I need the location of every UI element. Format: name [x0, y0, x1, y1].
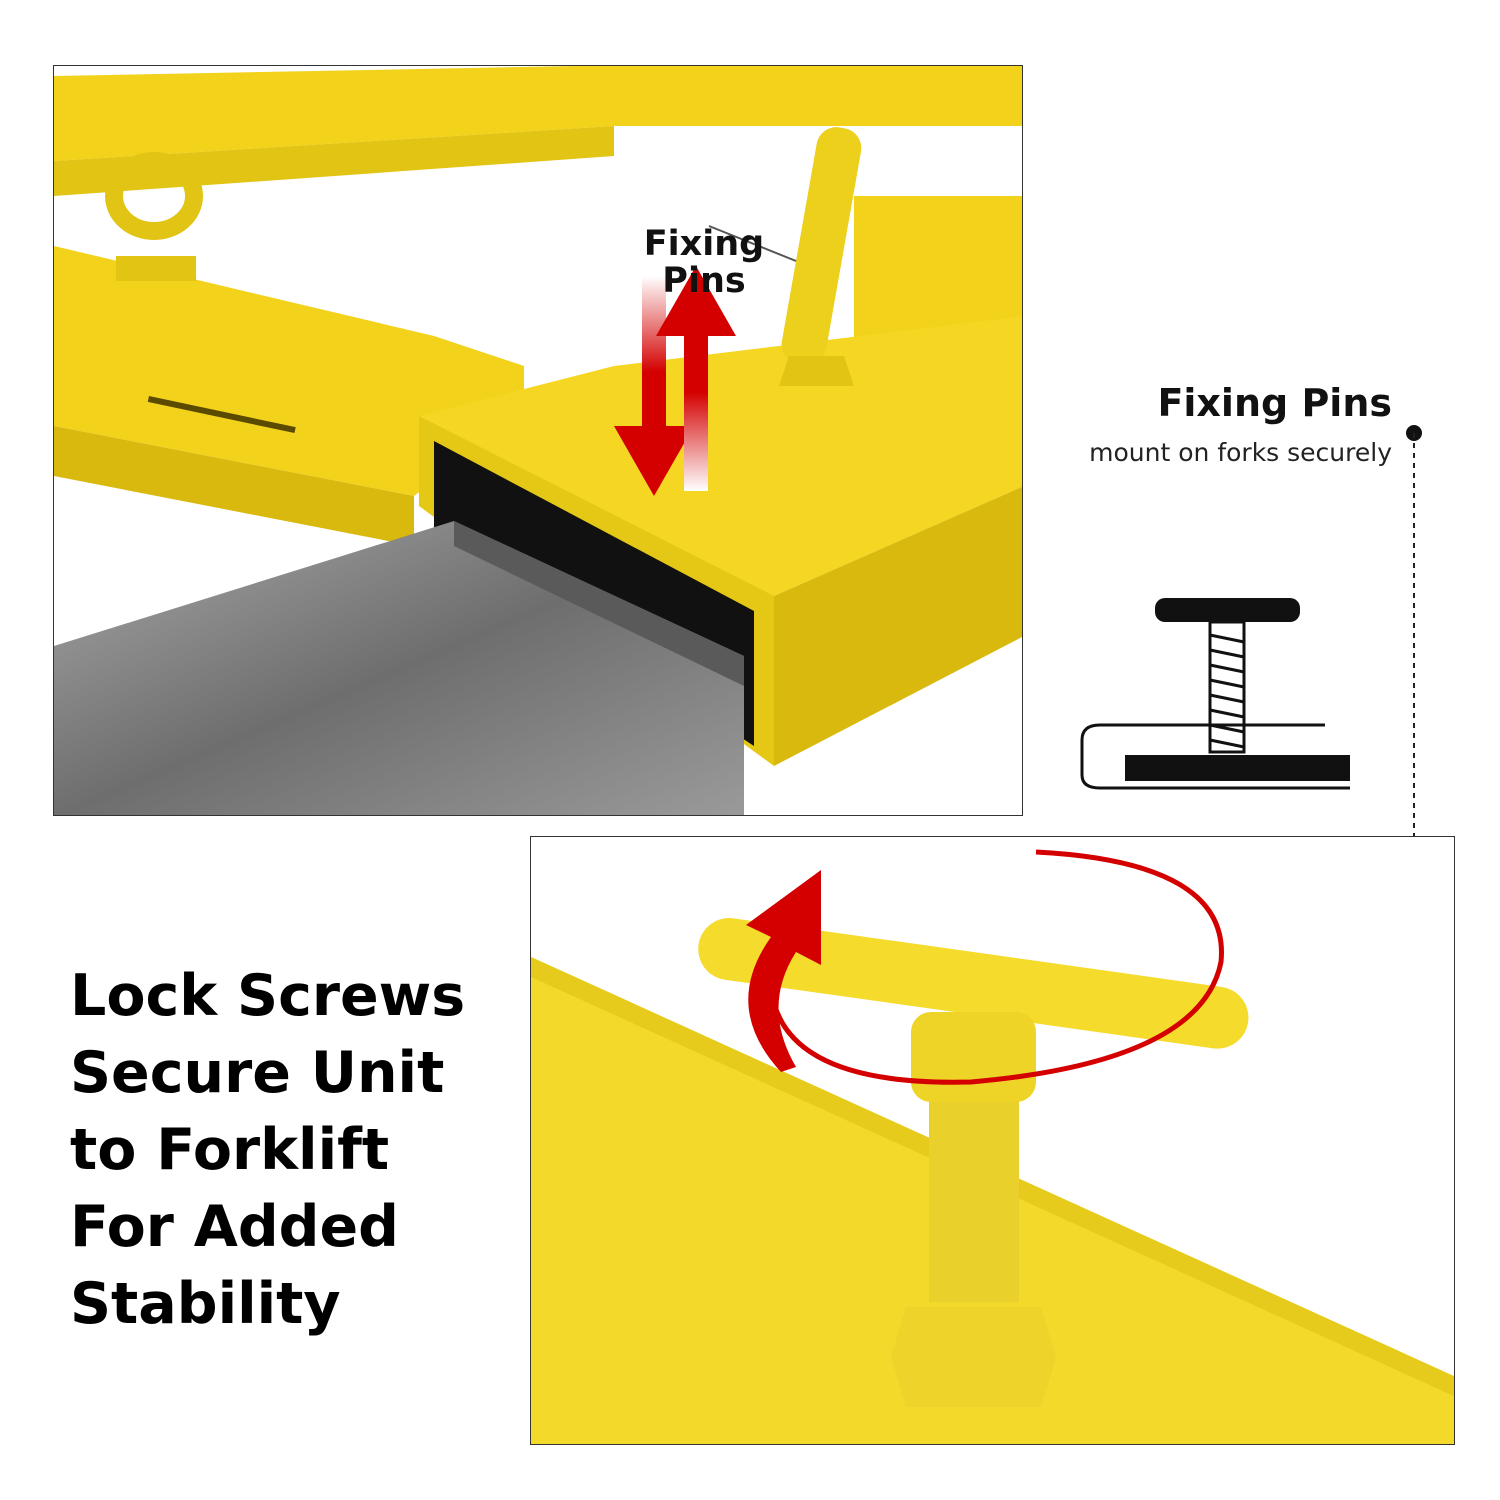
lock-screw-t-handle — [698, 918, 1249, 1049]
fixing-pins-label-line1: Fixing — [643, 224, 765, 264]
curved-rotation-arrow-icon — [746, 849, 1224, 1085]
fixing-pins-label-line2: Pins — [662, 261, 746, 301]
headline-line-3: to Forklift — [70, 1117, 390, 1183]
side-callout-title: Fixing Pins — [1157, 381, 1392, 425]
lock-screw-nut — [891, 1307, 1056, 1407]
headline-line-5: Stability — [70, 1271, 341, 1337]
double-vertical-arrow-icon — [614, 266, 736, 496]
frame-left-beam — [54, 246, 524, 496]
frame-top-beam — [54, 66, 1022, 161]
eye-bolt — [105, 152, 203, 281]
lock-screw-photo-panel — [530, 836, 1455, 1445]
fixing-pin-graphic — [779, 127, 862, 386]
fixing-pins-label: Fixing Pins — [614, 226, 794, 300]
fork-pocket-top — [419, 316, 1022, 596]
headline-text: Lock Screws Secure Unit to Forklift For … — [70, 958, 490, 1343]
headline-line-4: For Added — [70, 1194, 399, 1260]
t-bolt-diagram-icon — [1080, 598, 1350, 790]
headline-line-1: Lock Screws — [70, 963, 466, 1029]
fork-pocket-illustration — [54, 66, 1022, 815]
lock-screw-shaft — [929, 1072, 1019, 1302]
lock-screw-illustration — [531, 849, 1454, 1444]
headline-line-2: Secure Unit — [70, 1040, 445, 1106]
fork-pocket-photo-panel: Fixing Pins — [53, 65, 1023, 816]
side-callout-subtitle: mount on forks securely — [1089, 438, 1392, 467]
